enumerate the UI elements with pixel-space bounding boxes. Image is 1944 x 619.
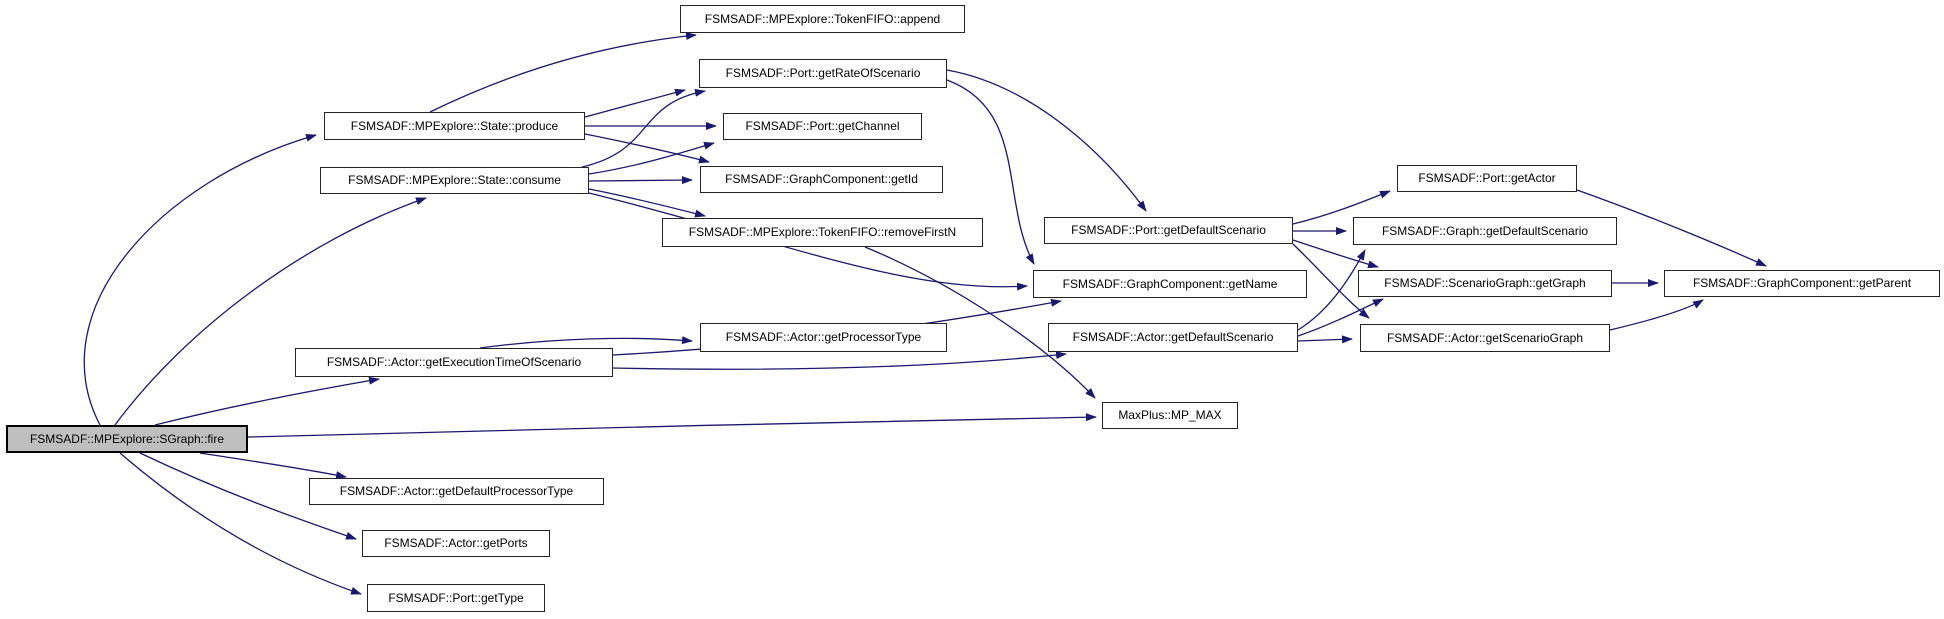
graph-node-removeFirstN[interactable]: FSMSADF::MPExplore::TokenFIFO::removeFir… [662,218,983,247]
call-edge-portGetDefaultScenario-to-getScenarioGraph [1292,243,1370,319]
graph-node-getName[interactable]: FSMSADF::GraphComponent::getName [1033,270,1307,298]
call-edge-consume-to-getRateOfScenario [581,88,706,168]
call-edge-getActor-to-getParent [1576,189,1767,267]
graph-node-getExecutionTimeOfScenario[interactable]: FSMSADF::Actor::getExecutionTimeOfScenar… [295,348,613,377]
call-edge-consume-to-removeFirstN [588,188,706,218]
graph-node-getPorts[interactable]: FSMSADF::Actor::getPorts [362,530,550,557]
graph-node-graphGetDefaultScenario[interactable]: FSMSADF::Graph::getDefaultScenario [1353,217,1617,245]
call-edge-consume-to-getChannel [588,141,715,175]
call-edge-removeFirstN-to-mpMax [864,246,1096,399]
call-edge-portGetDefaultScenario-to-getActor [1292,190,1391,225]
graph-node-getDefaultProcessorType[interactable]: FSMSADF::Actor::getDefaultProcessorType [309,478,604,505]
graph-node-actorGetDefaultScenario[interactable]: FSMSADF::Actor::getDefaultScenario [1048,323,1298,352]
call-edge-actorGetDefaultScenario-to-getGraph [1297,298,1384,337]
call-edge-produce-to-getRateOfScenario [584,88,686,118]
call-edge-actorGetDefaultScenario-to-getScenarioGraph [1297,335,1353,344]
call-edge-getRateOfScenario-to-portGetDefaultScenario [946,69,1147,212]
call-edge-portGetDefaultScenario-to-getGraph [1292,239,1379,269]
call-edge-consume-to-getId [588,176,693,185]
call-edge-getExecutionTimeOfScenario-to-actorGetDefaultScenario [612,351,1067,370]
call-edge-consume-to-getName [588,192,1028,291]
call-edge-fire-to-getDefaultProcessorType [199,452,347,480]
call-edge-produce-to-append [429,32,697,113]
call-edge-fire-to-produce [83,133,317,426]
graph-node-getChannel[interactable]: FSMSADF::Port::getChannel [723,113,922,140]
graph-node-getId[interactable]: FSMSADF::GraphComponent::getId [700,166,943,193]
call-edge-actorGetDefaultScenario-to-graphGetDefaultScenario [1297,249,1366,331]
call-edge-fire-to-getType [119,452,362,595]
graph-node-getProcessorType[interactable]: FSMSADF::Actor::getProcessorType [700,323,947,352]
call-edge-fire-to-mpMax [247,413,1097,438]
call-edge-fire-to-getExecutionTimeOfScenario [154,376,380,426]
graph-node-mpMax[interactable]: MaxPlus::MP_MAX [1102,402,1238,429]
graph-node-getScenarioGraph[interactable]: FSMSADF::Actor::getScenarioGraph [1360,324,1610,352]
call-edge-getExecutionTimeOfScenario-to-getProcessorType [479,336,693,349]
graph-node-fire: FSMSADF::MPExplore::SGraph::fire [6,425,248,453]
call-edge-getScenarioGraph-to-getParent [1609,299,1704,331]
graph-node-getRateOfScenario[interactable]: FSMSADF::Port::getRateOfScenario [699,59,947,88]
graph-node-portGetDefaultScenario[interactable]: FSMSADF::Port::getDefaultScenario [1044,217,1293,244]
graph-node-getGraph[interactable]: FSMSADF::ScenarioGraph::getGraph [1358,270,1612,297]
call-edge-getRateOfScenario-to-getName [946,79,1035,265]
graph-node-consume[interactable]: FSMSADF::MPExplore::State::consume [320,167,589,194]
graph-node-getType[interactable]: FSMSADF::Port::getType [367,584,545,612]
graph-node-append[interactable]: FSMSADF::MPExplore::TokenFIFO::append [680,5,965,33]
graph-node-produce[interactable]: FSMSADF::MPExplore::State::produce [324,112,585,140]
graph-node-getParent[interactable]: FSMSADF::GraphComponent::getParent [1664,270,1940,297]
graph-node-getActor[interactable]: FSMSADF::Port::getActor [1397,165,1577,192]
call-edge-produce-to-getId [584,133,710,164]
call-edge-fire-to-consume [114,197,427,426]
call-edge-fire-to-getPorts [139,452,357,540]
